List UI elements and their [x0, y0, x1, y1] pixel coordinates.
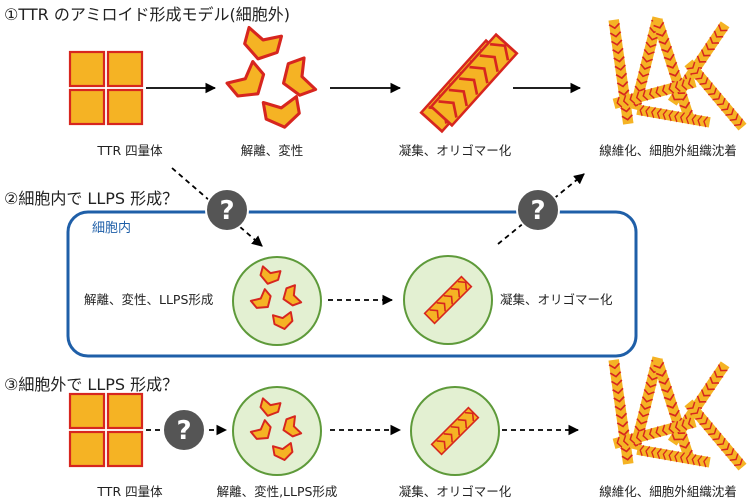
section3-title: ③細胞外で LLPS 形成？: [4, 375, 178, 394]
label-fibril-1: 線維化、細胞外組織沈着: [599, 143, 737, 158]
label-llps-left-2: 解離、変性、LLPS形成: [84, 292, 213, 307]
llps-droplet-oligomer-3: [410, 386, 500, 476]
llps-droplet-oligomer-2: [403, 255, 493, 345]
tetramer-icon-3: [68, 392, 144, 468]
label-aggregation-1: 凝集、オリゴマー化: [399, 143, 512, 158]
cell-label: 細胞内: [92, 220, 131, 236]
label-dissociation-1: 解離、変性: [241, 143, 304, 158]
label-aggregation-3: 凝集、オリゴマー化: [399, 484, 512, 499]
cell-boundary: [66, 210, 638, 358]
fibril-cluster-icon: [608, 16, 746, 130]
monomers-icon: [225, 25, 318, 132]
llps-droplet-monomers-2: [232, 256, 322, 346]
section1-title: ①TTR のアミロイド形成モデル(細胞外): [4, 5, 290, 24]
llps-droplet-monomers-3: [232, 386, 322, 476]
label-aggregation-2: 凝集、オリゴマー化: [500, 292, 613, 307]
label-dissociation-3: 解離、変性,LLPS形成: [217, 484, 338, 499]
label-tetramer-3: TTR 四量体: [96, 484, 163, 499]
svg-text:?: ?: [219, 196, 234, 226]
section2-title: ②細胞内で LLPS 形成？: [4, 189, 178, 208]
label-fibril-3: 線維化、細胞外組織沈着: [599, 484, 737, 499]
tetramer-icon: [68, 50, 144, 126]
dashed-arrows-2: [171, 167, 585, 306]
question-badge-3: ?: [162, 408, 206, 452]
fibril-cluster-icon-3: [608, 356, 746, 470]
question-badge-2a: ?: [205, 188, 249, 232]
svg-text:?: ?: [530, 196, 545, 226]
svg-text:?: ?: [176, 416, 191, 446]
question-badge-2b: ?: [516, 188, 560, 232]
oligomer-icon: [419, 33, 519, 133]
label-tetramer-1: TTR 四量体: [96, 143, 163, 158]
